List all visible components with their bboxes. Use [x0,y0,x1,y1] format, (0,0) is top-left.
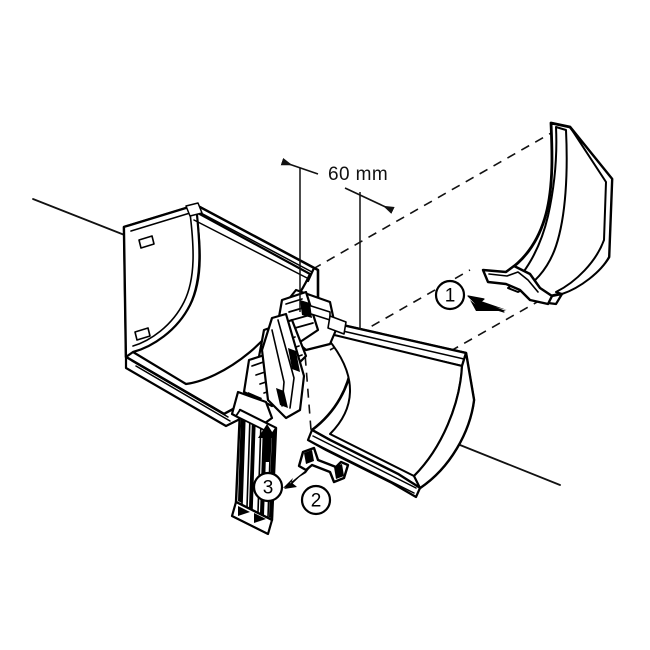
right-duct-bottom-rail-grooves [311,435,417,494]
dimension-60mm: 60 mm [280,158,395,330]
callout-2[interactable]: 2 [283,465,332,516]
bracket-clip-accents [304,450,344,479]
callout-2-circle[interactable] [300,484,332,516]
dimension-label: 60 mm [328,164,388,185]
bracket-clip [297,446,350,484]
callout-2-arrow-icon [283,466,311,488]
callout-2-label: 2 [311,491,322,512]
callout-1-label: 1 [445,286,456,307]
left-duct-end-face-inner [130,212,194,347]
callout-1-arrow-body-icon [470,297,507,311]
detached-cover-piece [481,121,614,306]
callout-3-circle[interactable] [252,471,284,503]
left-duct-bottom-rail-grooves [131,360,231,422]
left-duct-lug-lower [134,327,151,341]
callout-2-arrow-body-icon [284,465,312,489]
joint-spine [260,312,306,420]
cover-inner-face [507,126,568,293]
callout-3-arrow-up-icon [258,424,276,462]
dimension-arrow-right [344,187,395,214]
left-duct-corner-notch-top [185,202,203,217]
left-duct-top-rail-grooves [193,211,313,280]
right-duct-end-face [412,351,476,490]
right-duct-section [306,318,476,499]
callout-1-circle[interactable] [434,279,466,311]
callout-3-label: 3 [263,478,274,499]
joint-latch-tab [327,315,347,335]
left-duct-lug-upper [138,235,155,249]
cover-foot-inner-line [488,271,539,293]
dimension-arrow-left [280,158,319,175]
callout-1[interactable]: 1 [434,279,507,313]
dimension-extension-lines [299,168,361,330]
vertical-rail-end-cells [238,506,266,523]
projection-line-upper [298,127,561,278]
callout-3[interactable]: 3 [252,424,284,503]
cover-outer-band [555,126,613,295]
centerline-right [454,442,561,486]
